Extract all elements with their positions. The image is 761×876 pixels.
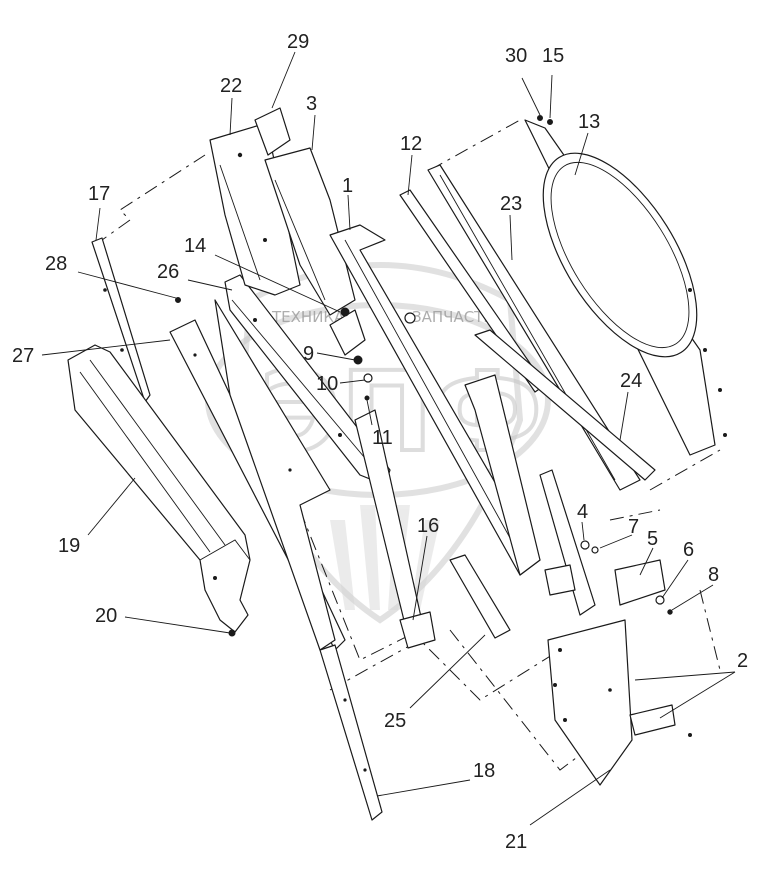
- part-large-shroud-left: [214, 299, 336, 651]
- watermark-right-text: ЗАПЧАСТИ: [412, 308, 495, 326]
- callout-2: 2: [737, 650, 748, 672]
- callout-3: 3: [306, 93, 317, 115]
- assembly-line-23: [429, 119, 521, 171]
- callout-labels: 1 2 3 4 5 6 7 8 9 10 11 12 13 14 15 16 1…: [12, 31, 748, 853]
- callout-28: 28: [45, 253, 67, 275]
- callout-13: 13: [578, 111, 600, 133]
- part-17-side-plate: [91, 237, 151, 403]
- callout-4: 4: [577, 501, 588, 523]
- callout-1: 1: [342, 175, 353, 197]
- callout-12: 12: [400, 133, 422, 155]
- callout-17: 17: [88, 183, 110, 205]
- callout-25: 25: [384, 710, 406, 732]
- part-middle-strut: [449, 374, 541, 639]
- callout-30: 30: [505, 45, 527, 67]
- hardware-4-8: [539, 469, 673, 616]
- callout-15: 15: [542, 45, 564, 67]
- callout-22: 22: [220, 75, 242, 97]
- callout-27: 27: [12, 345, 34, 367]
- callout-29: 29: [287, 31, 309, 53]
- part-3-plate: [264, 147, 356, 316]
- assembly-line-2: [699, 589, 721, 671]
- callout-19: 19: [58, 535, 80, 557]
- part-16-post: [354, 409, 436, 649]
- callout-26: 26: [157, 261, 179, 283]
- assembly-line-18-21: [329, 639, 561, 701]
- callout-9: 9: [303, 343, 314, 365]
- callout-23: 23: [500, 193, 522, 215]
- part-18-plate: [319, 644, 383, 821]
- callout-20: 20: [95, 605, 117, 627]
- assembly-line-7: [609, 509, 661, 521]
- assembly-line-13: [649, 449, 721, 491]
- watermark-left-text: ТЕХНИКА: [271, 308, 345, 326]
- part-2-21-bracket: [547, 619, 692, 786]
- callout-18: 18: [473, 760, 495, 782]
- part-19-radiator: [67, 344, 251, 633]
- assembly-line-lower: [299, 509, 421, 661]
- callout-16: 16: [417, 515, 439, 537]
- part-13-fan-shroud: [524, 119, 727, 456]
- bolts-15-30: [537, 115, 553, 125]
- callout-5: 5: [647, 528, 658, 550]
- callout-6: 6: [683, 539, 694, 561]
- part-29-block: [254, 107, 291, 156]
- callout-8: 8: [708, 564, 719, 586]
- callout-11: 11: [372, 427, 393, 449]
- callout-14: 14: [184, 235, 206, 257]
- callout-10: 10: [316, 373, 338, 395]
- part-25-bar: [449, 554, 511, 639]
- part-24-strip: [474, 329, 656, 481]
- callout-21: 21: [505, 831, 527, 853]
- callout-24: 24: [620, 370, 642, 392]
- leader-lines: [41, 51, 736, 826]
- callout-7: 7: [628, 516, 639, 538]
- part-28-screw: [175, 297, 181, 303]
- assembly-line-17-22: [94, 154, 206, 246]
